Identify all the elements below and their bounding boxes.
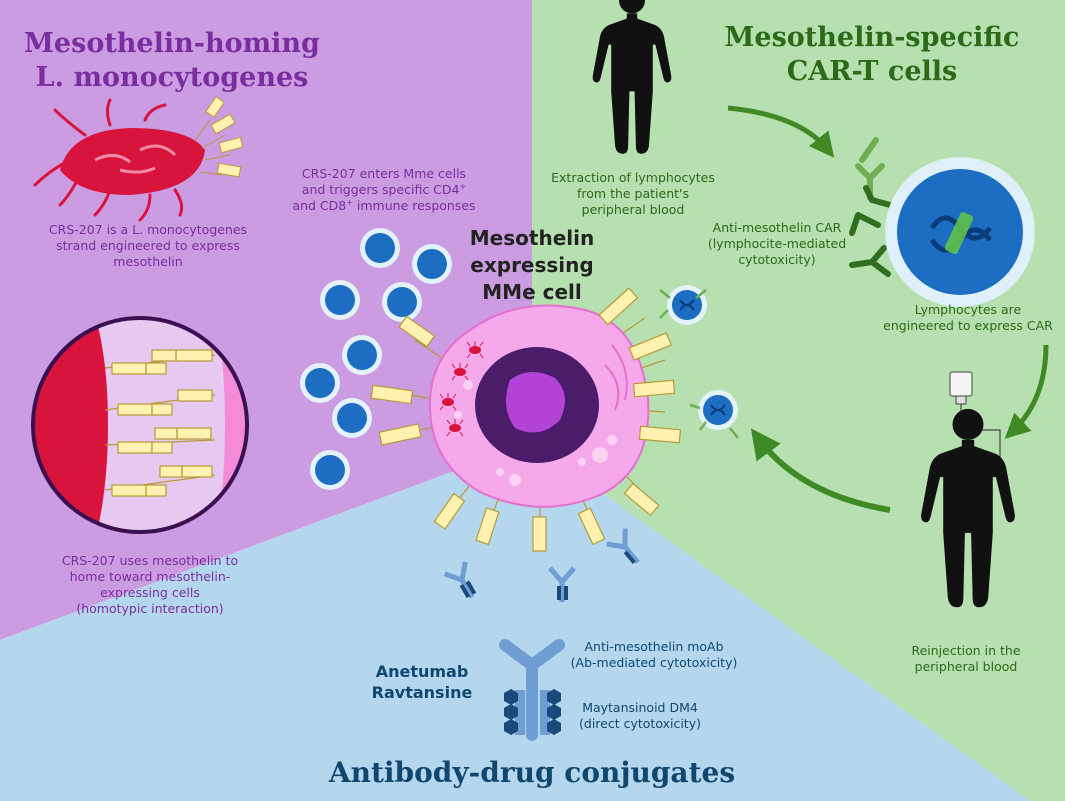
crs-desc-line3: mesothelin (113, 254, 182, 269)
extraction-desc-line3: peripheral blood (582, 202, 685, 217)
mesothelin-antigens-group (370, 287, 682, 552)
reinjection-desc-line2: peripheral blood (915, 659, 1018, 674)
arrow-reinjection-to-cell (750, 428, 891, 513)
small-car-t-cells (659, 285, 739, 439)
car-desc-line3: cytotoxicity) (738, 252, 815, 267)
crs-desc-line1: CRS-207 is a L. monocytogenes (49, 222, 247, 237)
dm4-desc-line2: (direct cytotoxicity) (579, 716, 701, 731)
bacteria-icon (33, 96, 244, 222)
homing-desc-line4: (homotypic interaction) (76, 601, 223, 616)
drug-name-line1: Anetumab (376, 662, 469, 681)
drug-name-line2: Ravtansine (372, 683, 473, 702)
blue-section-bg (0, 442, 1030, 801)
extraction-desc-line2: from the patient's (577, 186, 689, 201)
engineered-desc-line2: engineered to express CAR (883, 318, 1053, 333)
mesothelioma-cell-icon (399, 304, 666, 525)
homing-desc-line1: CRS-207 uses mesothelin to (62, 553, 238, 568)
dm4-desc-line1: Maytansinoid DM4 (582, 700, 698, 715)
arrow-car-to-reinjection (1004, 344, 1049, 439)
antibodies-group (443, 528, 640, 602)
enters-desc-line2: and triggers specific CD4+ (302, 182, 466, 197)
purple-title-line2: L. monocytogenes (36, 62, 309, 93)
purple-title-line1: Mesothelin-homing (24, 28, 320, 59)
enters-desc-line1: CRS-207 enters Mme cells (302, 166, 466, 181)
car-t-cell-icon (849, 137, 1035, 307)
blue-title: Antibody-drug conjugates (328, 756, 735, 789)
cell-label-line1: Mesothelin (470, 226, 594, 250)
car-desc-line2: (lymphocite-mediated (708, 236, 846, 251)
cell-label-line2: expressing (470, 253, 593, 277)
homing-desc-line2: home toward mesothelin- (70, 569, 231, 584)
enters-desc-line3: and CD8+ immune responses (292, 198, 475, 213)
extraction-desc-line1: Extraction of lymphocytes (551, 170, 715, 185)
moab-desc-line2: (Ab-mediated cytotoxicity) (571, 655, 738, 670)
engineered-desc-line1: Lymphocytes are (915, 302, 1022, 317)
membrane-zoom-icon (31, 316, 249, 534)
cell-label-line3: MMe cell (482, 280, 581, 304)
arrow-extraction-to-car (727, 105, 835, 158)
antibody-drug-conjugate-icon (499, 639, 565, 741)
crs-desc-line2: strand engineered to express (56, 238, 240, 253)
homing-desc-line3: expressing cells (100, 585, 200, 600)
reinjection-desc-line1: Reinjection in the (911, 643, 1020, 658)
green-title-line2: CAR-T cells (787, 56, 957, 87)
moab-desc-line1: Anti-mesothelin moAb (584, 639, 723, 654)
car-desc-line1: Anti-mesothelin CAR (713, 220, 842, 235)
green-title-line1: Mesothelin-specific (725, 22, 1020, 53)
